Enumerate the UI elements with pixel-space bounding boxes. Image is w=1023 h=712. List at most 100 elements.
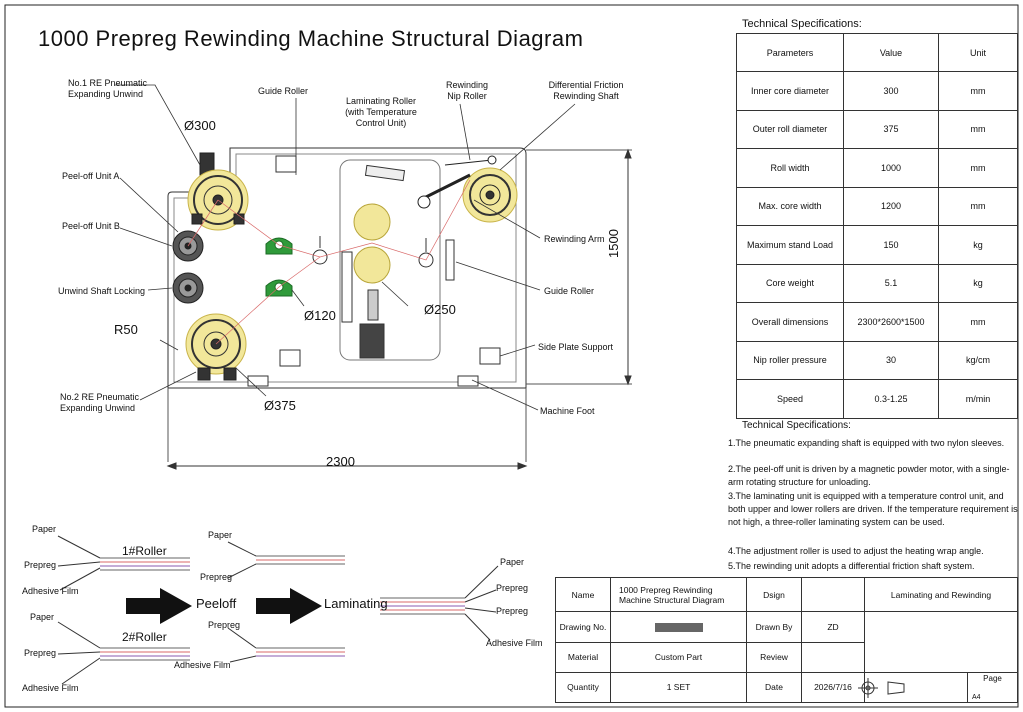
label-no2-unwind: No.2 RE Pneumatic Expanding Unwind [60, 392, 140, 413]
spec-param: Core weight [736, 263, 844, 303]
spec-table: Parameters Value Unit Inner core diamete… [736, 33, 1018, 419]
spec-param: Nip roller pressure [736, 340, 844, 380]
proc-paper-3: Paper [500, 557, 525, 567]
spec-value: 0.3-1.25 [843, 379, 939, 419]
note-1: 1.The pneumatic expanding shaft is equip… [728, 438, 1005, 448]
spec-header-parameters: Parameters [736, 33, 844, 72]
title-block: Name 1000 Prepreg Rewinding Machine Stru… [555, 576, 1018, 704]
spec-param: Outer roll diameter [736, 109, 844, 149]
tb-design-value [801, 576, 865, 613]
arrow-peeloff [126, 588, 192, 624]
spec-title: Technical Specifications: [742, 18, 862, 30]
proc-prepreg-5: Prepreg [24, 648, 57, 658]
unwind-2 [185, 313, 247, 381]
dim-r50: R50 [114, 322, 138, 337]
guide-roller-assemblies [312, 236, 455, 281]
dim-d300: Ø300 [184, 118, 216, 133]
proc-adhesive-3: Adhesive Film [486, 638, 543, 648]
proc-laminating: Laminating [324, 596, 388, 611]
proc-roller-1: 1#Roller [122, 544, 167, 558]
spec-value: 1200 [843, 186, 939, 226]
unwind-1 [187, 152, 249, 231]
rewinding-unit [417, 155, 518, 223]
spec-header-unit: Unit [938, 33, 1018, 72]
tb-name-label: Name [555, 576, 611, 613]
tb-page-cell: Page A4 [967, 671, 1018, 704]
leader-lines [115, 84, 576, 411]
tb-review-value [801, 641, 865, 673]
tb-drawing-no-label: Drawing No. [555, 611, 611, 643]
tb-page-label: Page [983, 673, 1002, 683]
label-peel-off-unit-a: Peel-off Unit A [62, 171, 120, 181]
proc-prepreg-2: Prepreg [200, 572, 233, 582]
dimension-lines [166, 148, 632, 470]
note-2: 2.The peel-off unit is driven by a magne… [728, 464, 1010, 487]
tb-symbol-cell [864, 671, 968, 704]
feet-supports [247, 155, 501, 387]
web-paths [187, 179, 471, 345]
proc-prepreg-6: Prepreg [208, 620, 241, 630]
spec-param: Roll width [736, 148, 844, 188]
sheet-border [4, 4, 1019, 708]
label-guide-roller-right: Guide Roller [544, 286, 595, 296]
notes-title: Technical Specifications: [742, 420, 851, 431]
spec-unit: mm [938, 71, 1018, 111]
tb-material-label: Material [555, 641, 611, 673]
spec-unit: mm [938, 148, 1018, 188]
tb-drawing-no-value [610, 611, 747, 643]
label-laminating-roller: Laminating Roller (with Temperature Cont… [345, 96, 417, 128]
spec-header-value: Value [843, 33, 939, 72]
dim-d120: Ø120 [304, 308, 336, 323]
label-unwind-shaft-locking: Unwind Shaft Locking [58, 286, 146, 296]
arrow-laminating [256, 588, 322, 624]
label-rewinding-arm: Rewinding Arm [544, 234, 605, 244]
spec-unit: m/min [938, 379, 1018, 419]
tb-date-value: 2026/7/16 [801, 671, 865, 704]
spec-param: Inner core diameter [736, 71, 844, 111]
dim-d375: Ø375 [264, 398, 296, 413]
spec-unit: kg [938, 263, 1018, 303]
peel-off-rollers [172, 230, 204, 304]
spec-header-row: Parameters Value Unit [736, 33, 1018, 72]
process-arrows [126, 588, 322, 624]
spec-param: Speed [736, 379, 844, 419]
dim-height: 1500 [606, 229, 621, 258]
proc-adhesive-4: Adhesive Film [22, 683, 79, 693]
label-peel-off-unit-b: Peel-off Unit B [62, 221, 120, 231]
tb-quantity-value: 1 SET [610, 671, 747, 704]
spec-value: 2300*2600*1500 [843, 302, 939, 342]
spec-value: 150 [843, 225, 939, 265]
proc-paper-1: Paper [32, 524, 57, 534]
label-rewinding-nip-roller: Rewinding Nip Roller [445, 80, 489, 101]
proc-prepreg-1: Prepreg [24, 560, 57, 570]
spec-value: 30 [843, 340, 939, 380]
spec-unit: mm [938, 302, 1018, 342]
tb-name-value: 1000 Prepreg Rewinding Machine Structura… [610, 576, 747, 613]
note-4: 4.The adjustment roller is used to adjus… [728, 546, 984, 556]
label-machine-foot: Machine Foot [540, 406, 595, 416]
guide-rollers-green [265, 237, 293, 297]
proc-prepreg-4: Prepreg [496, 606, 529, 616]
tb-blank [864, 611, 1018, 673]
dim-d250: Ø250 [424, 302, 456, 317]
proc-peeloff: Peeloff [196, 596, 237, 611]
proc-paper-2: Paper [208, 530, 233, 540]
spec-value: 1000 [843, 148, 939, 188]
label-guide-roller-top: Guide Roller [258, 86, 309, 96]
redacted-bar [654, 623, 703, 632]
label-differential-friction-shaft: Differential Friction Rewinding Shaft [548, 80, 624, 101]
tb-review-label: Review [746, 641, 802, 673]
process-lines [57, 535, 499, 685]
tb-process-value: Laminating and Rewinding [864, 576, 1018, 613]
spec-param: Overall dimensions [736, 302, 844, 342]
